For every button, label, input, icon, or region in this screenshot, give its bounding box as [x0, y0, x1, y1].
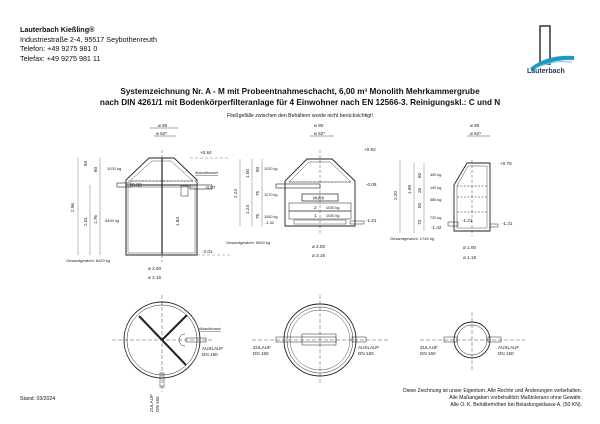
tank2-ring-1: 1	[314, 213, 317, 218]
plan-view-1: Ablaufdrossel AUSLAUF DN 150 ZULAUF DN 1…	[112, 295, 223, 412]
tank1-level-inlet: 0.00	[132, 183, 142, 189]
tank2-dim-lower: 1.24	[245, 205, 250, 214]
tank2-dim-total: 2.24	[233, 189, 238, 198]
tank1-outer-diameter: ø 2.16	[148, 275, 161, 280]
plan-view-3: ZULAUF DN 150 AUSLAUF DN 150	[420, 312, 525, 370]
tank3-level-base: -1.42	[431, 225, 442, 230]
plan2-inlet: ZULAUF	[253, 345, 271, 350]
tank1-inner-dia: ø 62⁵	[156, 131, 167, 136]
tank3-weight-2: 385 kg	[430, 198, 441, 202]
tank1-top-dia: ø 80	[158, 123, 168, 128]
plan3-outlet-dn: DN 150	[498, 351, 514, 356]
company-name: Lauterbach Kießling®	[20, 25, 95, 34]
tank2-level-mid: -0.08	[366, 182, 377, 187]
footer-line-3: Alle O. K. Behälterhöhen bei Belastungsk…	[450, 401, 582, 408]
tank3-inner-dia: ø 62⁵	[470, 131, 481, 136]
tank1-dim-total: 2.96	[70, 203, 75, 212]
tank2-ring-2-weight: 1030 kg	[326, 206, 340, 210]
plan1-outlet-dn: DN 150	[202, 352, 218, 357]
tank2-dim-ring2: 75	[255, 213, 260, 219]
plan3-inlet: ZULAUF	[420, 345, 438, 350]
company-fax: Telefax: +49 9275 981 11	[20, 53, 101, 63]
tank3-level-outlet: -1.31	[502, 221, 513, 226]
tank2-diameter: ø 2.00	[312, 244, 325, 249]
tank2-level-base: -1.32	[265, 220, 275, 225]
tank1-level-top: +0.84	[200, 150, 212, 155]
tank3-weight-0: 450 kg	[430, 173, 441, 177]
tank3-dim-r1: 25	[417, 187, 422, 193]
tank3-weight-3: 720 kg	[430, 216, 441, 220]
title-line-2: nach DIN 4261/1 mit Bodenkörperfilteranl…	[99, 98, 501, 107]
tank2-weight-ring: 1070 kg	[264, 193, 278, 197]
tank2-inner-dia: ø 62⁵	[314, 131, 325, 136]
tank3-dim-r2: 50	[417, 202, 422, 208]
tank1-dim-lower: 2.01	[83, 217, 88, 226]
tank2-level-bottom: -1.21	[366, 218, 377, 223]
tank3-outer-diameter: ø 1.18	[463, 255, 476, 260]
tank3-diameter: ø 1.00	[463, 245, 476, 250]
tank1-dim-body: 1.76	[93, 215, 98, 224]
tank1-level-outlet: -0.07	[205, 185, 216, 190]
revision-date: Stand: 03/2024	[20, 396, 56, 402]
tank2-outer-diameter: ø 2.16	[312, 253, 325, 258]
page-title: Systemzeichnung Nr. A - M mit Probeentna…	[0, 86, 600, 108]
legal-footer: Diese Zeichnung ist unser Eigentum. Alle…	[403, 388, 582, 408]
tank3-dim-r3: 73	[417, 219, 422, 225]
tank3-total-weight: Gesamtgewicht: 1745 kg	[390, 236, 434, 241]
plan1-inlet: ZULAUF	[149, 394, 154, 412]
flow-note: Fließgefälle zwischen den Behältern wurd…	[227, 113, 373, 119]
tank1-section: ø 80 ø 62⁵ 0.00 Ablaufdrossel +0.84 -0.0…	[66, 123, 230, 280]
tank1-diameter: ø 2.00	[148, 266, 161, 271]
tank2-level-top: +0.92	[364, 147, 376, 152]
plan3-outlet: AUSLAUF	[498, 345, 519, 350]
tank2-weight-cone: 1020 kg	[264, 167, 278, 171]
tank2-total-weight: Gesamtgewicht: 5090 kg	[226, 240, 270, 245]
tank2-ring-1-weight: 1030 kg	[326, 214, 340, 218]
tank3-dim-upper: 1.99	[407, 185, 412, 194]
company-header: Lauterbach Kießling® Industriestraße 2-4…	[20, 25, 157, 63]
tank1-weight-cone: 1020 kg	[107, 166, 121, 171]
tank3-dim-total: 2.20	[393, 191, 398, 200]
tank2-top-dia: ø 80	[314, 123, 324, 128]
tank3-level-top: +0.78	[500, 161, 512, 166]
tank2-dim-ring1: 75	[255, 190, 260, 196]
tank1-total-weight: Gesamtgewicht: 6420 kg	[66, 258, 110, 263]
tank3-top-dia: ø 80	[470, 123, 480, 128]
tank1-dim-cone: 60	[93, 166, 98, 172]
lauterbach-logo-icon	[530, 25, 574, 71]
tank3-weight-1: 190 kg	[430, 186, 441, 190]
title-line-1: Systemzeichnung Nr. A - M mit Probeentna…	[120, 87, 480, 96]
tank1-level-bottom: -2.01	[202, 249, 213, 254]
plan2-outlet: AUSLAUF	[358, 345, 379, 350]
logo-text: Lauterbach	[527, 68, 565, 75]
plan1-outlet: AUSLAUF	[202, 346, 223, 351]
tank1-weight-body: 5400 kg	[105, 218, 119, 223]
tank2-dim-cone: 50	[255, 166, 260, 172]
tank2-dim-upper: 1.00	[245, 169, 250, 178]
plan3-inlet-dn: DN 150	[420, 351, 436, 356]
plan-view-2: ZULAUF DN 150 AUSLAUF DN 150	[252, 295, 388, 385]
tank2-section: ø 80 ø 62⁵ Mulch 2 1030 kg 1 1030 kg +0.…	[226, 123, 377, 258]
company-phone: Telefon: +49 9275 981 0	[20, 44, 98, 53]
tank1-outlet-label: Ablaufdrossel	[195, 171, 218, 175]
plan1-inlet-dn: DN 150	[155, 396, 160, 412]
plan2-inlet-dn: DN 150	[253, 351, 269, 356]
tank3-dim-cone: 60	[417, 172, 422, 178]
footer-line-1: Diese Zeichnung ist unser Eigentum. Alle…	[403, 388, 582, 394]
tank2-ring-2: 2	[314, 205, 317, 210]
tank3-section: ø 80 ø 62⁵ +0.78 -1.21 -1.31 -1.42 2.20 …	[390, 123, 513, 260]
footer-line-2: Alle Maßangaben vorbehaltlich Maßtoleran…	[449, 394, 582, 401]
plan2-outlet-dn: DN 150	[358, 351, 374, 356]
tank2-weight-base: 1050 kg	[264, 215, 278, 219]
tank1-dim-upper: 84	[83, 160, 88, 166]
tank3-level-inlet: -1.21	[462, 218, 473, 223]
tank1-dim-inner: 1.84	[175, 217, 180, 226]
tank2-mulch-label: Mulch	[313, 196, 325, 201]
company-address: Industriestraße 2-4, 95517 Seybothenreut…	[20, 34, 158, 44]
plan1-label: Ablaufdrossel	[199, 327, 221, 331]
